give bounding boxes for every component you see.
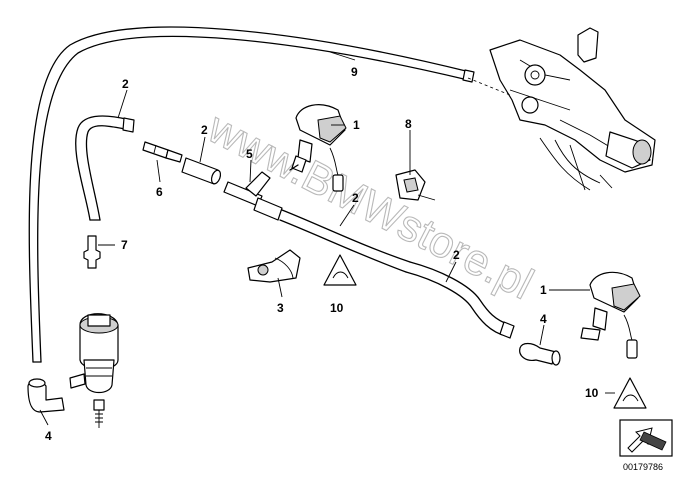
hose-long xyxy=(28,26,475,363)
callout-5: 5 xyxy=(246,147,253,161)
clip-8 xyxy=(395,169,436,201)
motor-assembly xyxy=(467,27,656,191)
hose-short xyxy=(181,157,222,185)
callout-9: 9 xyxy=(351,65,358,79)
callout-2: 2 xyxy=(352,191,359,205)
elbow-4-left xyxy=(27,378,65,413)
callout-8: 8 xyxy=(405,117,412,131)
callout-2: 2 xyxy=(122,77,129,91)
callout-2: 2 xyxy=(453,248,460,262)
callout-3: 3 xyxy=(277,301,284,315)
callout-10: 10 xyxy=(585,386,599,400)
hose-main xyxy=(253,197,411,273)
navigation-arrow-icon xyxy=(619,419,673,457)
callout-7: 7 xyxy=(121,238,128,252)
callout-4: 4 xyxy=(540,312,547,326)
washer-nozzle-upper xyxy=(289,104,347,192)
warning-triangle-icon xyxy=(323,254,357,286)
elbow-4-right xyxy=(519,342,561,366)
warning-triangle-icon xyxy=(613,377,647,409)
connector-6 xyxy=(142,141,183,163)
callout-6: 6 xyxy=(156,185,163,199)
callout-1: 1 xyxy=(353,118,360,132)
callout-10: 10 xyxy=(330,301,344,315)
leader-lines xyxy=(39,51,615,426)
connector-7 xyxy=(83,235,101,269)
holder-3 xyxy=(247,249,301,283)
diagram-code: 00179786 xyxy=(623,462,663,472)
washer-pump xyxy=(69,313,119,428)
washer-nozzle-lower xyxy=(580,271,641,359)
callout-4: 4 xyxy=(45,429,52,443)
hose-right xyxy=(405,261,515,339)
callout-1: 1 xyxy=(540,283,547,297)
callout-2: 2 xyxy=(201,123,208,137)
hose-bent-left xyxy=(75,115,135,221)
